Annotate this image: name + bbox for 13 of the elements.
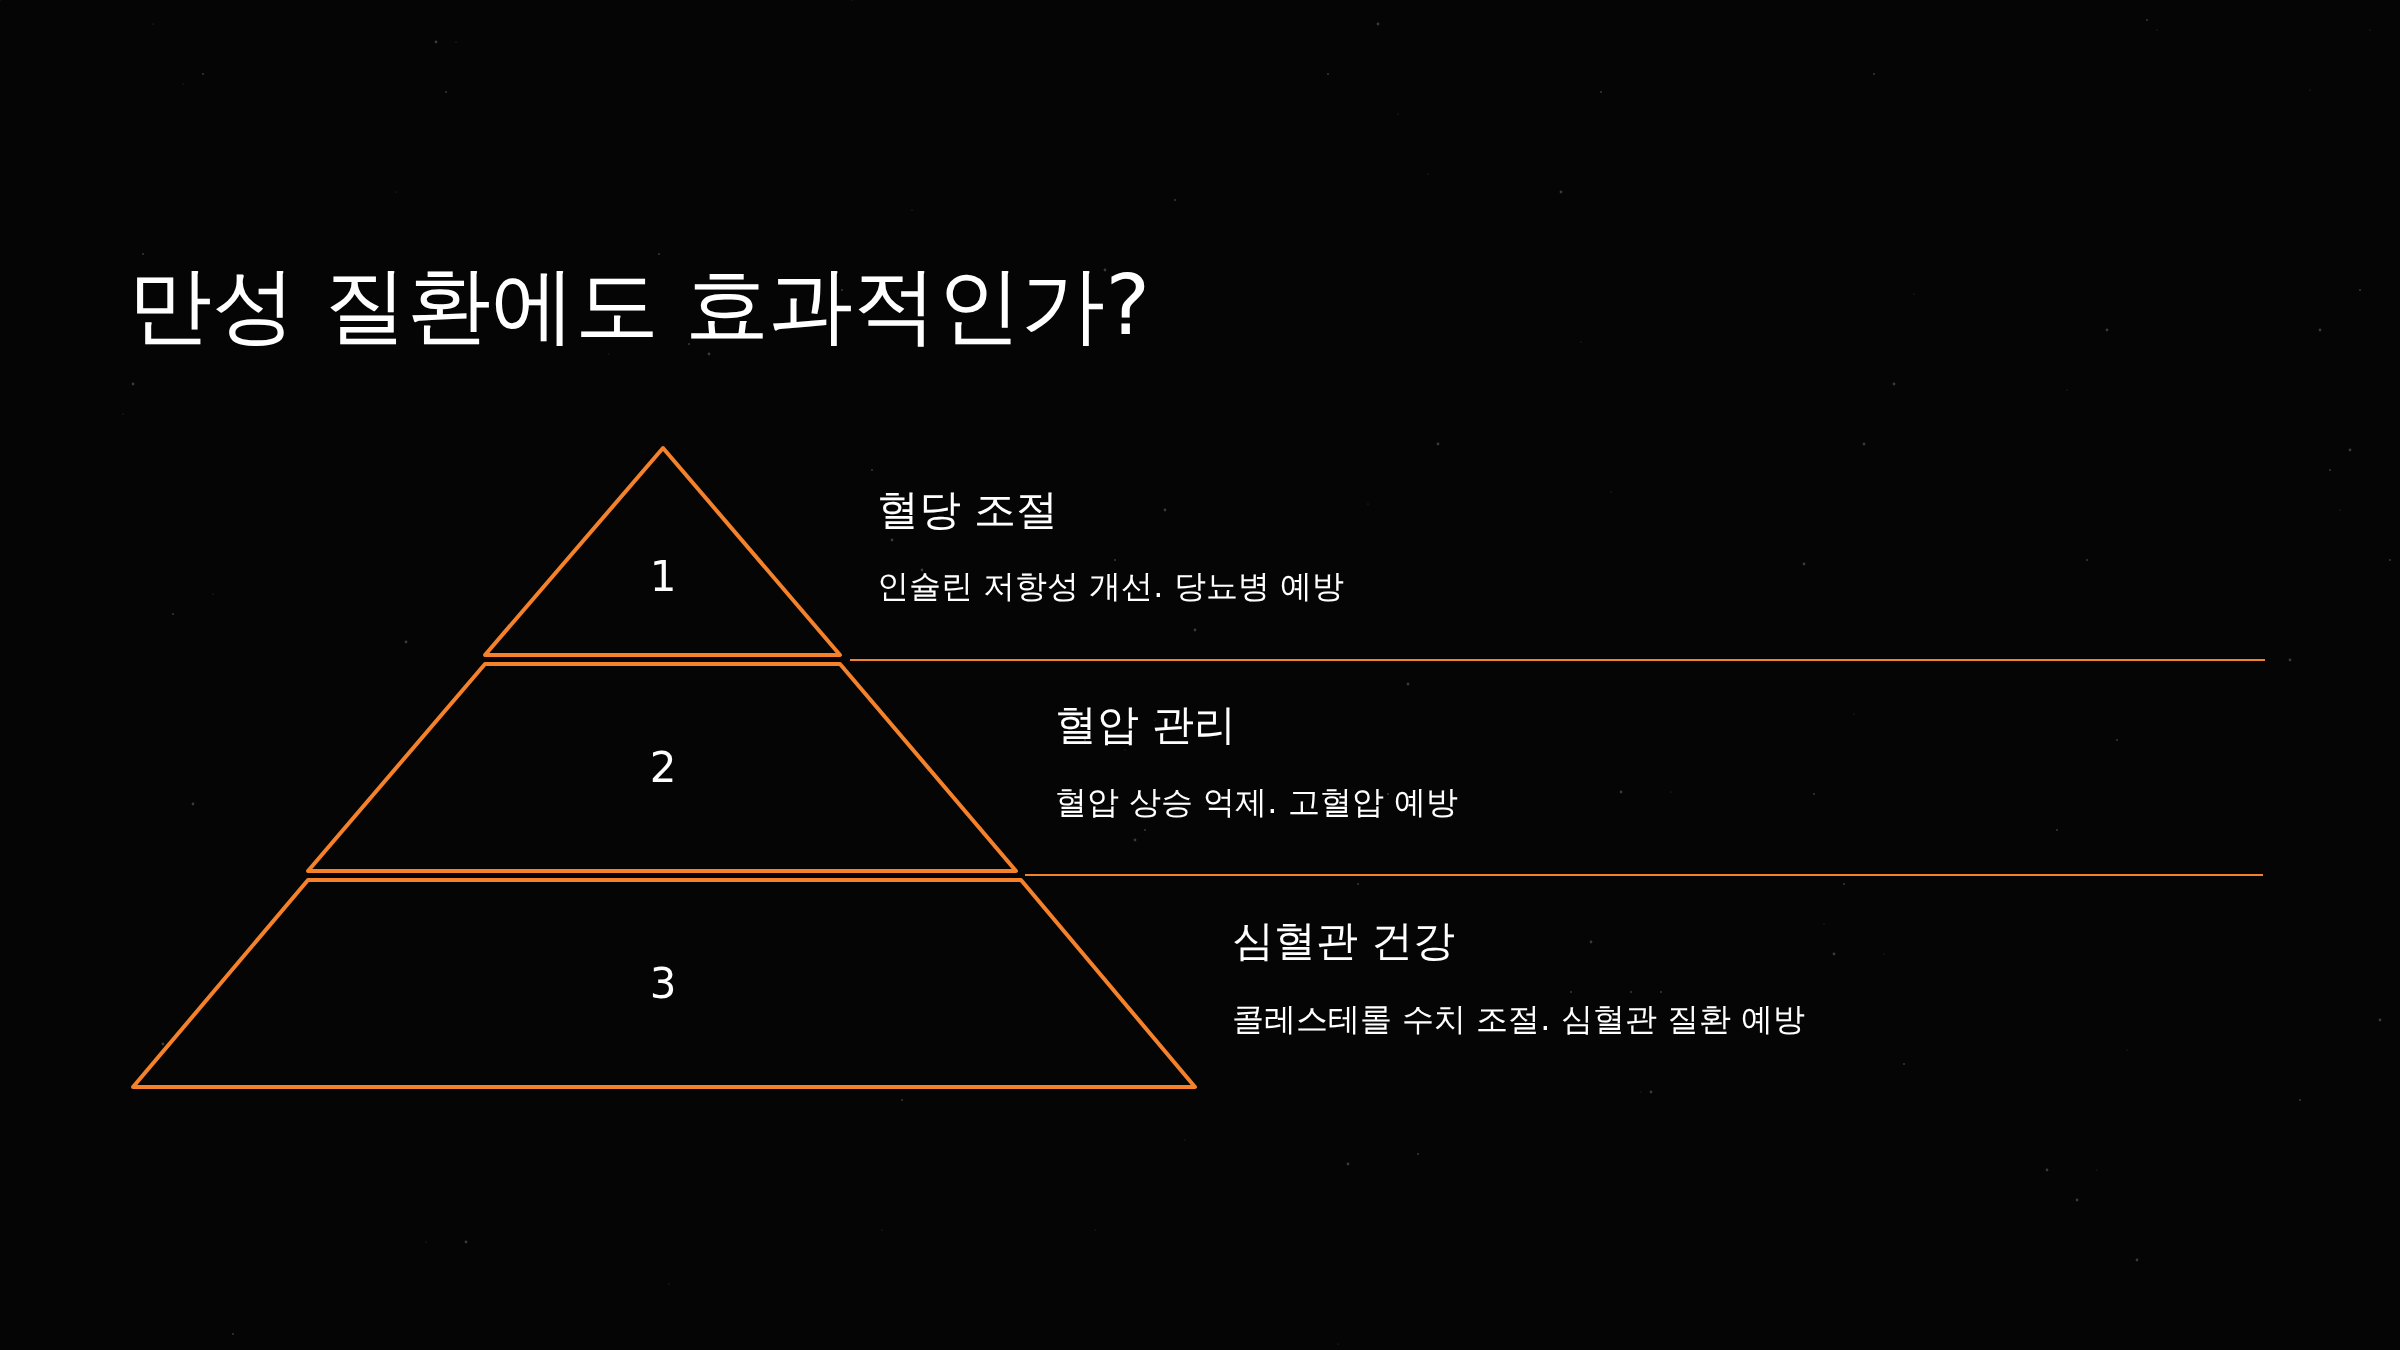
pyramid-tier — [131, 878, 1197, 1089]
tier-number: 3 — [649, 963, 677, 1005]
tier-number: 2 — [649, 747, 677, 789]
tier-heading: 심혈관 건강 — [1232, 915, 1456, 967]
pyramid-tier — [306, 662, 1018, 873]
tier-number: 1 — [649, 556, 677, 598]
tier-heading: 혈압 관리 — [1055, 699, 1237, 751]
tier-heading: 혈당 조절 — [877, 484, 1059, 536]
tier-description: 혈압 상승 억제. 고혈압 예방 — [1055, 782, 1458, 822]
tier-description: 콜레스테롤 수치 조절. 심혈관 질환 예방 — [1232, 999, 1806, 1039]
pyramid-tier — [483, 446, 842, 657]
tier-description: 인슐린 저항성 개선. 당뇨병 예방 — [877, 566, 1344, 606]
title: 만성 질환에도 효과적인가? — [128, 255, 1150, 356]
